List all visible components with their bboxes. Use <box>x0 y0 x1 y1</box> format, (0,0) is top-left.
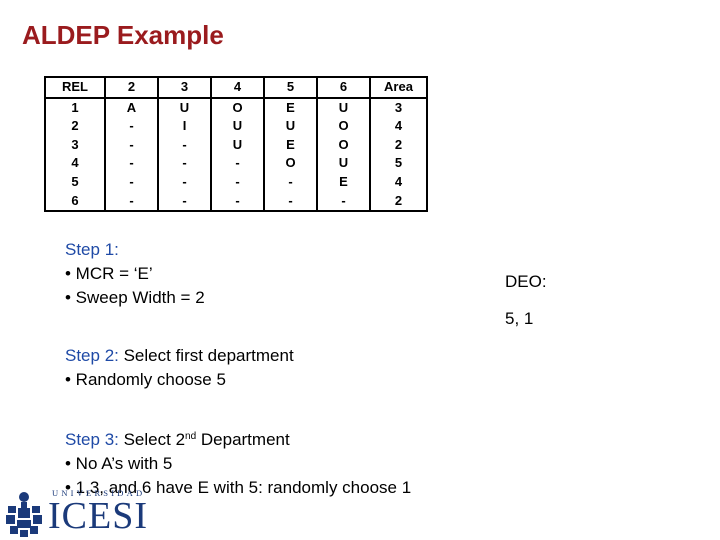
table-cell: U <box>316 97 371 118</box>
table-cell: - <box>104 191 159 213</box>
icesi-logo: UNIVERSIDAD ICESI <box>4 486 147 538</box>
logo-university-text: UNIVERSIDAD <box>52 488 146 498</box>
step3-heading: Step 3: Select 2nd Department <box>65 428 411 452</box>
table-cell: O <box>316 117 371 136</box>
step2-text: Select first department <box>118 346 294 365</box>
step2-label: Step 2: <box>65 346 119 365</box>
university-crest-icon <box>6 492 42 537</box>
table-cell: 5 <box>369 154 428 173</box>
step3-block: Step 3: Select 2nd Department • No A’s w… <box>65 428 411 500</box>
table-cell: - <box>157 154 212 173</box>
step3-text-end: Department <box>196 430 290 449</box>
table-cell: 2 <box>44 117 106 136</box>
table-cell: O <box>316 135 371 155</box>
table-header-cell: 6 <box>316 76 371 99</box>
table-cell: 2 <box>369 135 428 155</box>
table-row: 4 - - - O U 5 <box>44 154 428 173</box>
table-cell: U <box>263 117 318 136</box>
table-cell: A <box>104 97 159 118</box>
step1-block: Step 1: • MCR = ‘E’ • Sweep Width = 2 <box>65 238 205 310</box>
table-cell: U <box>210 135 265 155</box>
step2-block: Step 2: Select first department • Random… <box>65 344 294 392</box>
table-cell: 4 <box>369 117 428 136</box>
step3-text: Select 2 <box>118 430 186 449</box>
table-cell: E <box>263 135 318 155</box>
table-cell: - <box>104 172 159 192</box>
slide-title: ALDEP Example <box>22 20 224 50</box>
table-cell: 4 <box>369 172 428 192</box>
table-cell: - <box>210 191 265 213</box>
table-cell: - <box>157 172 212 192</box>
step3-bullet: • 1,3, and 6 have E with 5: randomly cho… <box>65 478 412 497</box>
table-header-cell: Area <box>369 76 428 99</box>
table-row: 2 - I U U O 4 <box>44 117 428 136</box>
table-cell: 1 <box>44 97 106 118</box>
deo-value: 5, 1 <box>505 309 534 328</box>
table-cell: - <box>316 191 371 213</box>
table-header-cell: 2 <box>104 76 159 99</box>
table-cell: 3 <box>369 97 428 118</box>
table-cell: I <box>157 117 212 136</box>
table-cell: - <box>104 154 159 173</box>
step3-bullet: • No A’s with 5 <box>65 454 173 473</box>
table-cell: - <box>157 191 212 213</box>
table-cell: - <box>157 135 212 155</box>
table-cell: U <box>210 117 265 136</box>
table-cell: E <box>316 172 371 192</box>
table-cell: 5 <box>44 172 106 192</box>
table-header-cell: 3 <box>157 76 212 99</box>
step1-bullet: • MCR = ‘E’ <box>65 264 153 283</box>
step2-bullet: • Randomly choose 5 <box>65 370 226 389</box>
table-header-cell: 4 <box>210 76 265 99</box>
table-row: 1 A U O E U 3 <box>44 97 428 118</box>
table-cell: - <box>263 191 318 213</box>
table-cell: O <box>263 154 318 173</box>
step3-superscript: nd <box>185 431 197 442</box>
table-row: 5 - - - - E 4 <box>44 172 428 192</box>
table-cell: 2 <box>369 191 428 213</box>
table-cell: 3 <box>44 135 106 155</box>
table-cell: 6 <box>44 191 106 213</box>
table-row: 3 - - U E O 2 <box>44 135 428 155</box>
table-row: 6 - - - - - 2 <box>44 191 428 213</box>
table-cell: - <box>104 117 159 136</box>
step2-heading: Step 2: Select first department <box>65 344 294 368</box>
step3-label: Step 3: <box>65 430 119 449</box>
table-cell: O <box>210 97 265 118</box>
table-cell: - <box>263 172 318 192</box>
table-header-cell: REL <box>44 76 106 99</box>
step1-bullet: • Sweep Width = 2 <box>65 288 205 307</box>
table-header-row: REL 2 3 4 5 6 Area <box>44 76 428 99</box>
table-cell: - <box>210 154 265 173</box>
logo-name-text: ICESI <box>48 495 148 537</box>
table-header-cell: 5 <box>263 76 318 99</box>
step1-label: Step 1: <box>65 240 119 259</box>
table-cell: U <box>157 97 212 118</box>
table-cell: E <box>263 97 318 118</box>
table-cell: U <box>316 154 371 173</box>
table-cell: 4 <box>44 154 106 173</box>
table-cell: - <box>210 172 265 192</box>
relationship-table: REL 2 3 4 5 6 Area 1 A U O E U 3 2 - I U… <box>44 76 428 213</box>
table-cell: - <box>104 135 159 155</box>
deo-label: DEO: <box>505 272 547 291</box>
